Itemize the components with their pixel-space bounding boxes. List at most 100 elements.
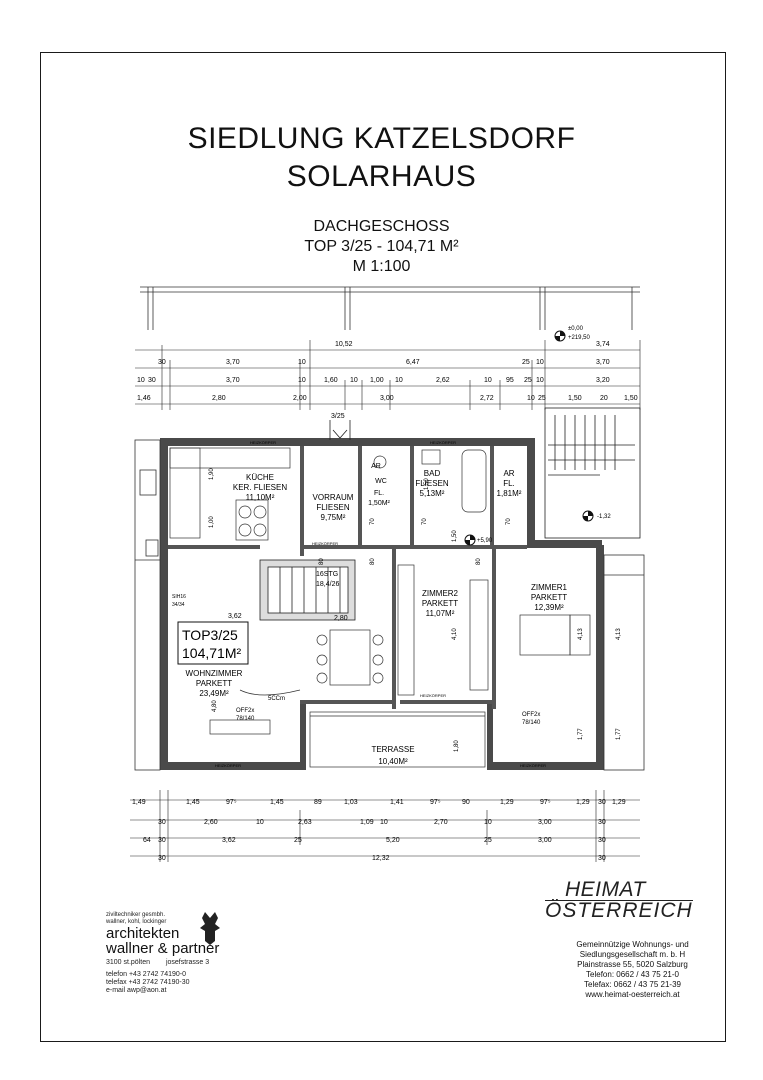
heimat-line: Plainstrasse 55, 5020 Salzburg bbox=[577, 960, 688, 969]
dim-text: 2,60 bbox=[204, 819, 218, 826]
dim-text: 25 bbox=[524, 377, 532, 384]
dim-text: 10 bbox=[137, 377, 145, 384]
unit-label: TOP 3/25 - 104,71 M² bbox=[304, 238, 459, 255]
room-wohnzimmer-area: 23,49M² bbox=[199, 689, 229, 698]
window-label: 78/140 bbox=[236, 716, 255, 722]
terrace-railing bbox=[309, 711, 486, 768]
room-zimmer1-name: ZIMMER1 bbox=[531, 583, 568, 592]
unit-box-area: 104,71M² bbox=[182, 645, 241, 661]
dim-text: 2,00 bbox=[293, 395, 307, 402]
dim-text: 30 bbox=[598, 819, 606, 826]
room-zimmer1-floor: PARKETT bbox=[531, 593, 567, 602]
dim-text: 90 bbox=[462, 799, 470, 806]
dim-text: 10 bbox=[350, 377, 358, 384]
radiator-label: HEIZKÖRPER bbox=[430, 440, 456, 445]
dim-text: 1,03 bbox=[344, 799, 358, 806]
dim-text: 1,29 bbox=[576, 799, 590, 806]
inner-dim: 1,00 bbox=[209, 516, 215, 528]
dim-text: 3,00 bbox=[538, 819, 552, 826]
dim-text: 10 bbox=[380, 819, 388, 826]
dim-text: 2,72 bbox=[480, 395, 494, 402]
dim-text: 10 bbox=[395, 377, 403, 384]
architect-tel: telefon +43 2742 74190-0 bbox=[106, 971, 186, 978]
dim-text: 3,20 bbox=[596, 377, 610, 384]
unit-box-label: TOP3/25 bbox=[182, 627, 238, 643]
living-sofa bbox=[209, 689, 301, 735]
architect-fax: telefax +43 2742 74190-30 bbox=[106, 979, 190, 986]
inner-dim: 1,80 bbox=[454, 740, 460, 752]
heimat-logo-line2: ÖSTERREICH bbox=[545, 899, 693, 922]
inner-dim: 1,77 bbox=[616, 728, 622, 740]
heimat-line: www.heimat-oesterreich.at bbox=[585, 990, 680, 999]
level-marker-icon bbox=[554, 330, 566, 342]
dim-text: 3,70 bbox=[596, 359, 610, 366]
dim-text: 1,46 bbox=[137, 395, 151, 402]
level-mark2-text: +219,50 bbox=[568, 335, 591, 341]
dim-text: 3,70 bbox=[226, 359, 240, 366]
level-mark-text: ±0,00 bbox=[568, 326, 584, 332]
dim-text: 10 bbox=[484, 819, 492, 826]
bed-zimmer1 bbox=[519, 614, 591, 656]
room-wc-area: 1,50M² bbox=[368, 500, 390, 507]
architect-name2: wallner & partner bbox=[106, 940, 220, 957]
room-terrasse-area: 10,40M² bbox=[378, 757, 408, 766]
room-bad-name: BAD bbox=[424, 469, 441, 478]
dim-text: 30 bbox=[158, 837, 166, 844]
inner-dim: 3,62 bbox=[228, 613, 242, 620]
dim-text: 25 bbox=[484, 837, 492, 844]
dining-table bbox=[316, 629, 384, 686]
dim-text: 95 bbox=[506, 377, 514, 384]
architect-city: 3100 st.pölten bbox=[106, 959, 150, 966]
inner-dim: 4,13 bbox=[578, 628, 584, 640]
room-bad-floor: FLIESEN bbox=[415, 479, 449, 488]
inner-dim: 4,10 bbox=[452, 628, 458, 640]
inner-dim: 1,50 bbox=[424, 478, 430, 490]
dim-text: 10 bbox=[527, 395, 535, 402]
neighbour-unit-right bbox=[603, 554, 645, 771]
level-center-icon bbox=[464, 534, 476, 546]
room-ar-name: AR bbox=[503, 469, 514, 478]
stair-label: 16STG bbox=[316, 571, 338, 578]
room-wohnzimmer-floor: PARKETT bbox=[196, 679, 232, 688]
inner-dim: 70 bbox=[422, 518, 428, 525]
dim-text: 1,60 bbox=[324, 377, 338, 384]
room-kitchen-floor: KER. FLIESEN bbox=[233, 483, 287, 492]
inner-dim: 80 bbox=[476, 558, 482, 565]
dim-text: 1,50 bbox=[568, 395, 582, 402]
room-wc-name: WC bbox=[375, 478, 387, 485]
room-zimmer2-area: 11,07M² bbox=[426, 609, 455, 618]
heimat-line: Telefon: 0662 / 43 75 21-0 bbox=[586, 970, 679, 979]
bathtub bbox=[373, 449, 487, 513]
dim-text: 10 bbox=[536, 377, 544, 384]
radiator-label: HEIZKÖRPER bbox=[520, 763, 546, 768]
dim-text: 1,09 bbox=[360, 819, 374, 826]
dim-text: 2,80 bbox=[212, 395, 226, 402]
chimney-dims: 34/34 bbox=[172, 602, 185, 608]
room-wohnzimmer-name: WOHNZIMMER bbox=[186, 669, 243, 678]
dim-text: 30 bbox=[148, 377, 156, 384]
room-kitchen-name: KÜCHE bbox=[246, 473, 274, 482]
dim-text: 1,45 bbox=[186, 799, 200, 806]
inner-dim: 2,80 bbox=[334, 615, 348, 622]
dim-text: 30 bbox=[158, 819, 166, 826]
floor-label: DACHGESCHOSS bbox=[313, 218, 450, 235]
dim-text: 10 bbox=[298, 377, 306, 384]
interior-walls bbox=[168, 446, 527, 709]
inner-dim: 70 bbox=[370, 518, 376, 525]
architect-small1: ziviltechniker gesmbh. bbox=[106, 912, 166, 918]
radiator-label: HEIZKÖRPER bbox=[420, 693, 446, 698]
dim-text: 89 bbox=[314, 799, 322, 806]
dim-text: 25 bbox=[294, 837, 302, 844]
room-bad-area: 5,13M² bbox=[420, 489, 445, 498]
room-vorraum-area: 9,75M² bbox=[321, 513, 346, 522]
heimat-line: Gemeinnützige Wohnungs- und bbox=[576, 940, 689, 949]
room-kitchen-area: 11,10M² bbox=[246, 493, 275, 502]
plan-sheet-border bbox=[40, 52, 726, 1042]
dim-text: 3,62 bbox=[222, 837, 236, 844]
room-zimmer2-name: ZIMMER2 bbox=[422, 589, 459, 598]
dim-text: 3,70 bbox=[226, 377, 240, 384]
room-wc-floor: FL. bbox=[374, 490, 384, 497]
heimat-line: Siedlungsgesellschaft m. b. H bbox=[579, 950, 686, 959]
architect-mail: e-mail awp@aon.at bbox=[106, 987, 167, 994]
